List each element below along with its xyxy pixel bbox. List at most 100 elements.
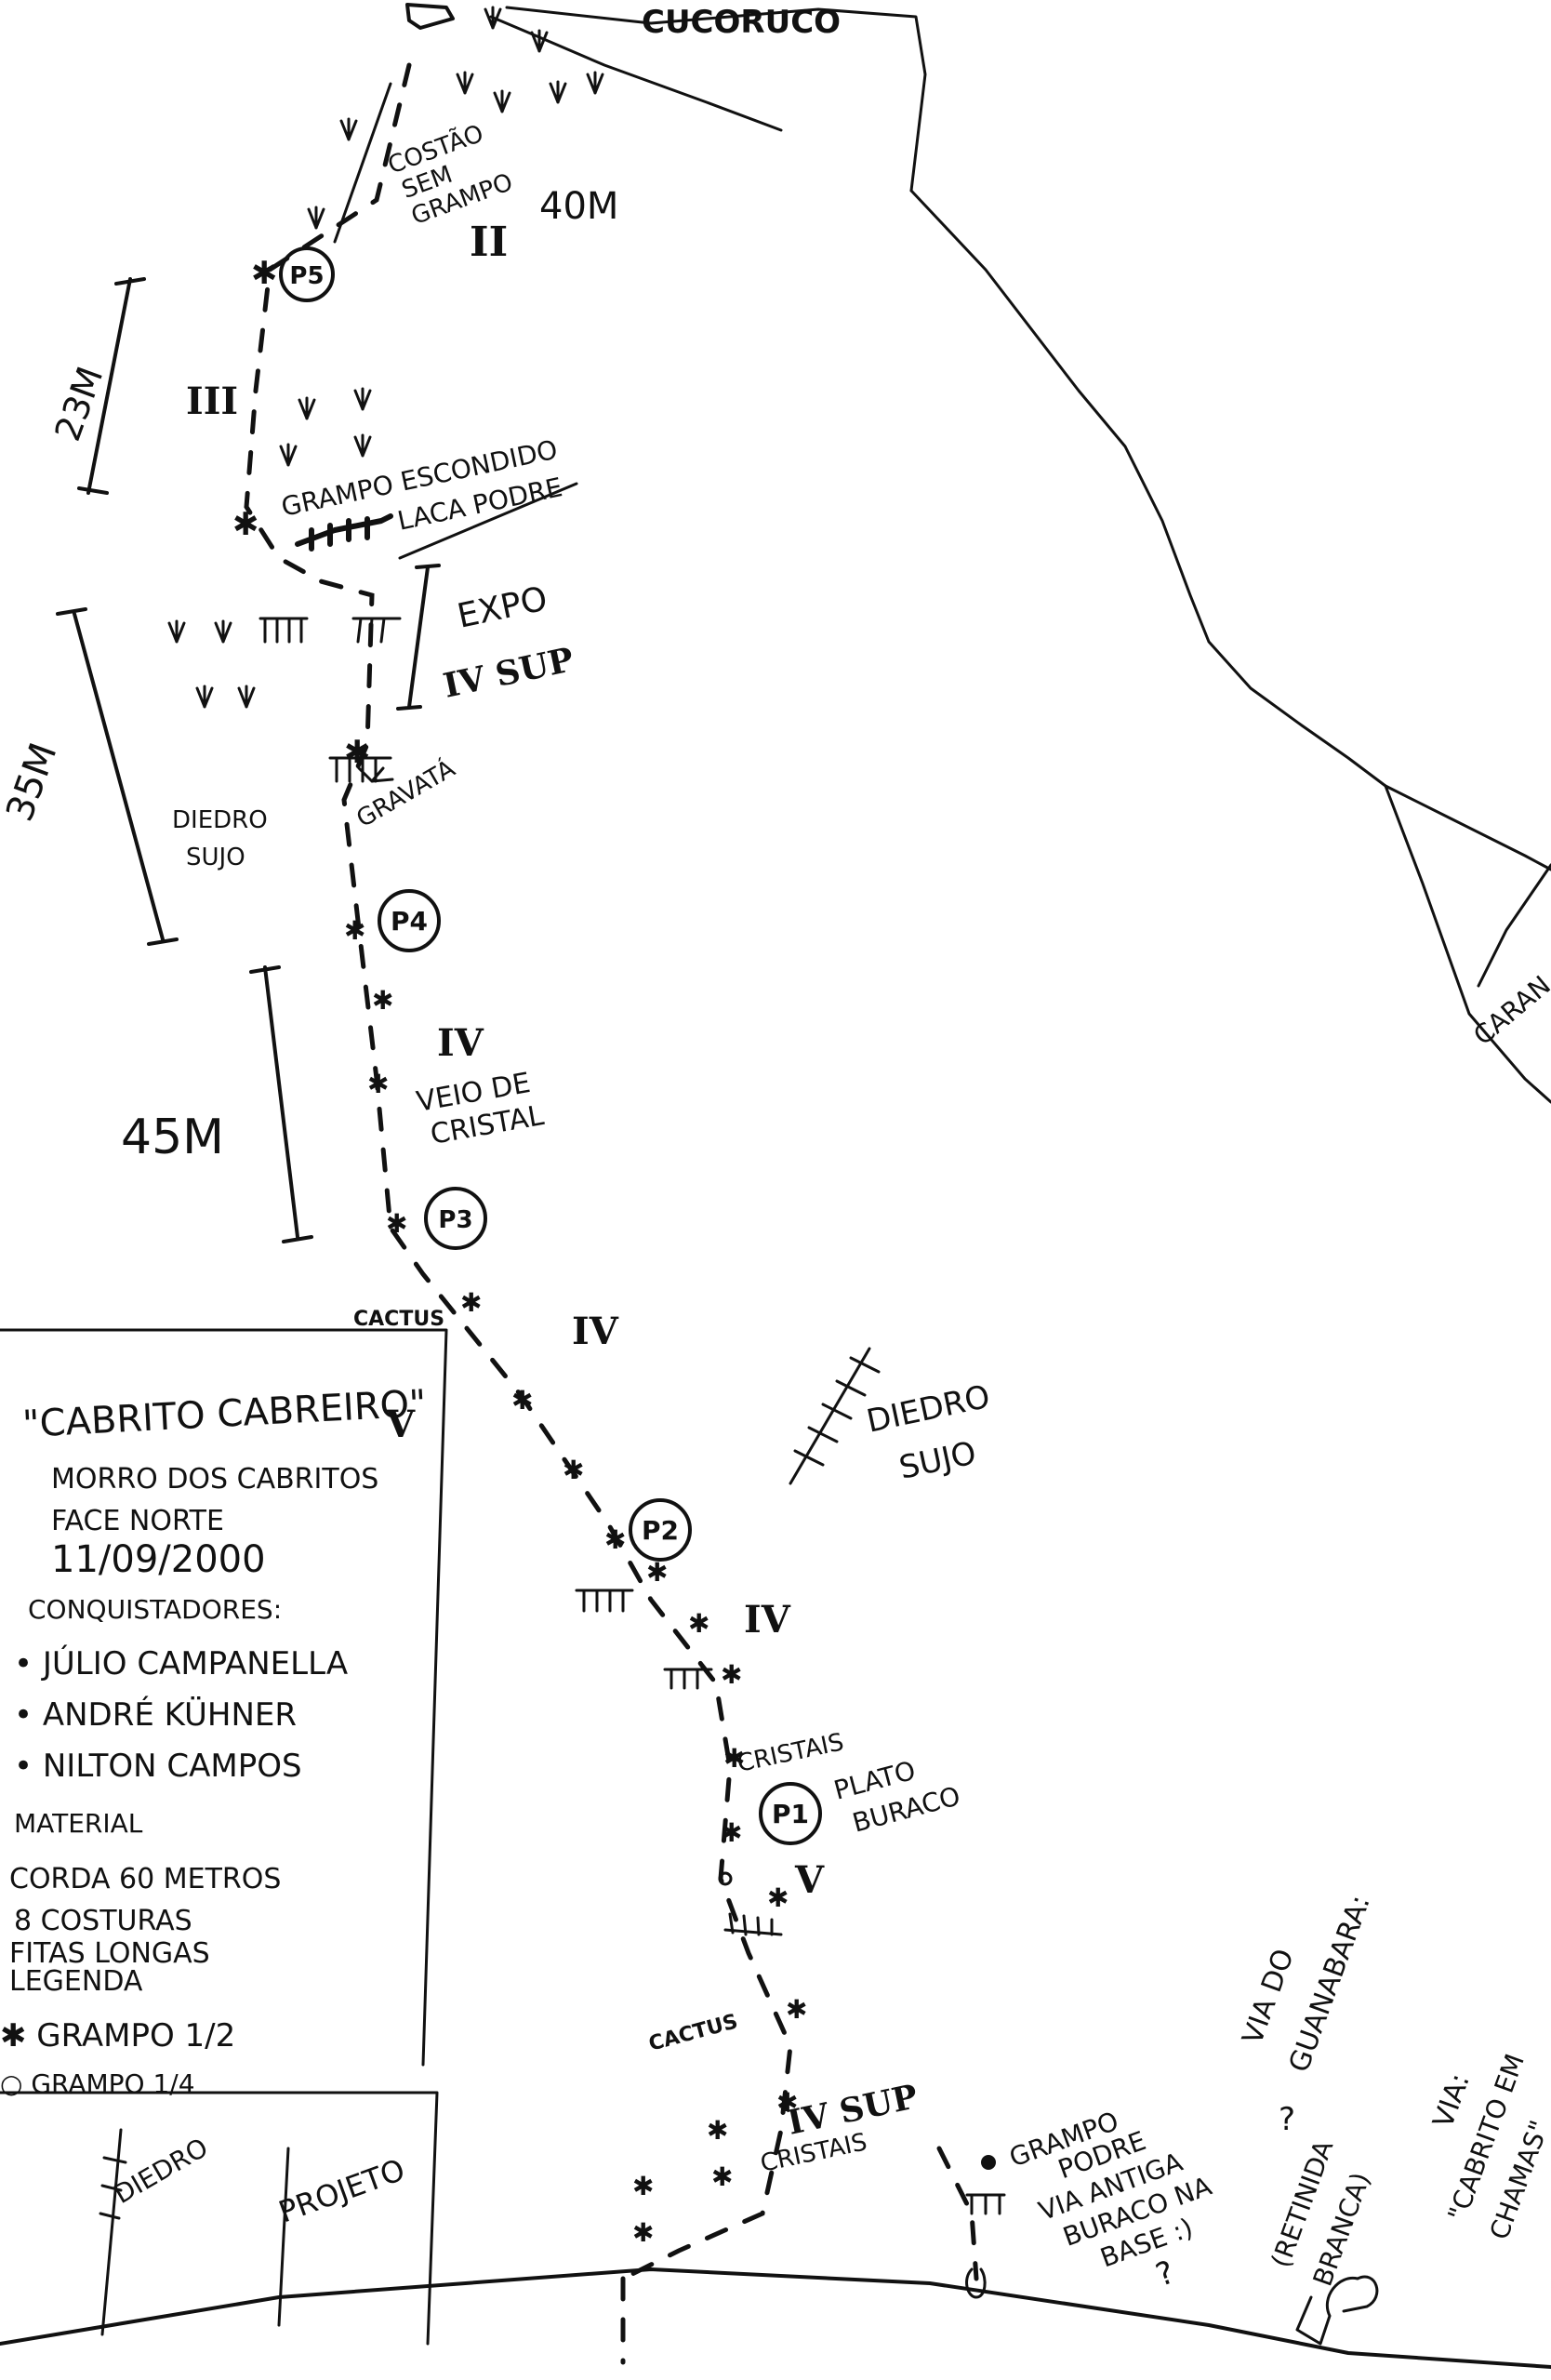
grade-p2-upper-label: IV xyxy=(744,1598,791,1642)
bottom-crack-marks xyxy=(99,2128,290,2336)
svg-text:✱: ✱ xyxy=(688,1608,709,1639)
plant-marks xyxy=(167,6,604,783)
conqueror-2: • ANDRÉ KÜHNER xyxy=(14,1695,297,1734)
scale-bar-45m xyxy=(249,965,313,1243)
svg-text:✱: ✱ xyxy=(632,2217,654,2248)
roof-hatch-upper xyxy=(258,617,402,783)
belay-p4: P4 xyxy=(378,889,441,952)
via-guanabara-line2: GUANABARA: xyxy=(1283,1891,1377,2076)
upper-slab-line xyxy=(333,82,392,244)
wall-outline xyxy=(909,189,1387,788)
svg-text:✱: ✱ xyxy=(604,1524,626,1555)
old-route-notes: GRAMPO PODRE VIA ANTIGA BURACO NA BASE :… xyxy=(1005,2106,1215,2294)
right-slab-inner xyxy=(1384,784,1551,1104)
ground-line xyxy=(0,2267,1551,2369)
pitch2-grade-label: IV xyxy=(572,1310,619,1353)
belay-p2-label: P2 xyxy=(642,1515,679,1546)
expo-length-label: 35M xyxy=(0,738,66,827)
roof-hatch-lower xyxy=(575,1589,1006,2215)
via-cabrito-chamas-notes: VIA: "CABRITO EM CHAMAS" xyxy=(1427,2050,1551,2243)
svg-text:✱: ✱ xyxy=(367,1069,389,1099)
upper-length-label: 40M xyxy=(539,185,618,228)
diedro-sujo-right-line1: DIEDRO xyxy=(864,1378,994,1441)
conqueror-1: • JÚLIO CAMPANELLA xyxy=(14,1644,348,1682)
upper-ridge xyxy=(489,15,783,132)
via-guanabara-line1: VIA DO xyxy=(1237,1945,1301,2049)
bottom-projeto-label: PROJETO xyxy=(274,2152,410,2230)
route-title: "CABRITO CABREIRO" xyxy=(21,1382,427,1446)
via-guanabara-line3: ? xyxy=(1279,2101,1295,2138)
laca-podre-underline xyxy=(398,482,578,560)
summit-boundary-line xyxy=(505,6,927,193)
base-mark xyxy=(965,2267,987,2299)
svg-text:✱: ✱ xyxy=(767,1882,789,1913)
cristais-mid-label: CRISTAIS xyxy=(735,1728,846,1778)
scale-bar-35m xyxy=(56,607,179,946)
scale-bar-23m xyxy=(77,277,146,495)
material-1: CORDA 60 METROS xyxy=(9,1863,281,1895)
route-title-grade: V xyxy=(385,1403,416,1446)
laca-podre-flake xyxy=(295,513,393,552)
via-guanabara-notes: VIA DO GUANABARA: ? (RETINIDA BRANCA) xyxy=(1237,1891,1377,2290)
route-line xyxy=(244,62,793,2281)
belay-p3: P3 xyxy=(424,1187,487,1250)
bottom-diedro-label: DIEDRO xyxy=(109,2132,213,2210)
pitch3-grade-label: IV xyxy=(437,1021,484,1065)
route-date: 11/09/2000 xyxy=(51,1538,266,1581)
svg-text:✱: ✱ xyxy=(511,1385,533,1416)
upper-grade-label: II xyxy=(470,219,508,266)
svg-text:✱: ✱ xyxy=(386,1208,407,1239)
via-cabrito-chamas-line1: VIA: xyxy=(1427,2069,1477,2133)
diedro-sujo-right-crack xyxy=(789,1347,881,1485)
scale-bar-expo xyxy=(396,564,441,711)
belay-p5: P5 xyxy=(279,246,335,302)
svg-text:✱: ✱ xyxy=(251,255,278,292)
svg-text:✱: ✱ xyxy=(786,1994,807,2025)
cactus-upper-label: CACTUS xyxy=(353,1308,444,1331)
bolt-markers: ✱ ✱ ✱ ✱ ✱ ✱ ✱ ✱ ✱ ✱ ✱ ✱ ✱ ✱ ✱ ✱ ✱ ✱ ✱ ✱ … xyxy=(232,255,996,2248)
expo-grade-label: IV SUP xyxy=(440,640,577,706)
belay-p3-label: P3 xyxy=(438,1206,472,1234)
belay-p1: P1 xyxy=(759,1782,822,1845)
svg-text:✱: ✱ xyxy=(563,1455,584,1485)
pitch4-length-label: 45M xyxy=(121,1110,224,1165)
svg-text:✱: ✱ xyxy=(721,1659,742,1690)
conquerors-label: CONQUISTADORES: xyxy=(28,1594,282,1625)
svg-text:✱: ✱ xyxy=(711,2161,733,2192)
svg-text:✱: ✱ xyxy=(632,2171,654,2201)
pitch1-grade-label: V xyxy=(794,1858,825,1902)
info-box-frame xyxy=(0,1328,448,2346)
diedro-sujo-left-line1: DIEDRO xyxy=(172,806,268,834)
cactus-lower-label: CACTUS xyxy=(646,2010,740,2056)
svg-text:✱: ✱ xyxy=(460,1287,482,1318)
legend-item-2: ○ GRAMPO 1/4 xyxy=(0,2068,195,2099)
belay-p5-label: P5 xyxy=(289,262,324,290)
material-2: 8 COSTURAS xyxy=(14,1905,192,1937)
diedro-sujo-left-line2: SUJO xyxy=(186,844,245,871)
caranguejo-edge xyxy=(1477,863,1551,988)
tree-mark xyxy=(1295,2275,1379,2346)
summit-rock xyxy=(405,3,455,30)
svg-text:✱: ✱ xyxy=(232,506,259,543)
section-iii-grade: III xyxy=(186,379,238,423)
svg-text:✱: ✱ xyxy=(721,1817,742,1848)
place-line2: FACE NORTE xyxy=(51,1505,224,1537)
svg-text:✱: ✱ xyxy=(344,915,365,946)
right-slab-outline xyxy=(1384,784,1551,871)
route-info-panel: "CABRITO CABREIRO" V MORRO DOS CABRITOS … xyxy=(0,1382,428,2099)
upper-pitch-notes: COSTÃO SEM GRAMPO xyxy=(384,118,517,231)
legend-label: LEGENDA xyxy=(9,1965,143,1998)
belay-p1-label: P1 xyxy=(772,1799,809,1829)
summit-label: CUCORUCO xyxy=(642,4,841,41)
material-label: MATERIAL xyxy=(14,1808,143,1839)
svg-text:✱: ✱ xyxy=(776,2087,798,2118)
svg-text:✱: ✱ xyxy=(344,734,371,771)
old-route-line6: ? xyxy=(1151,2254,1180,2294)
expo-label: EXPO xyxy=(454,579,550,635)
svg-text:✱: ✱ xyxy=(723,1743,745,1774)
conqueror-3: • NILTON CAMPOS xyxy=(14,1748,302,1785)
belay-p4-label: P4 xyxy=(391,906,428,937)
svg-text:✱: ✱ xyxy=(372,985,393,1016)
legend-item-1: ✱ GRAMPO 1/2 xyxy=(0,2017,235,2054)
